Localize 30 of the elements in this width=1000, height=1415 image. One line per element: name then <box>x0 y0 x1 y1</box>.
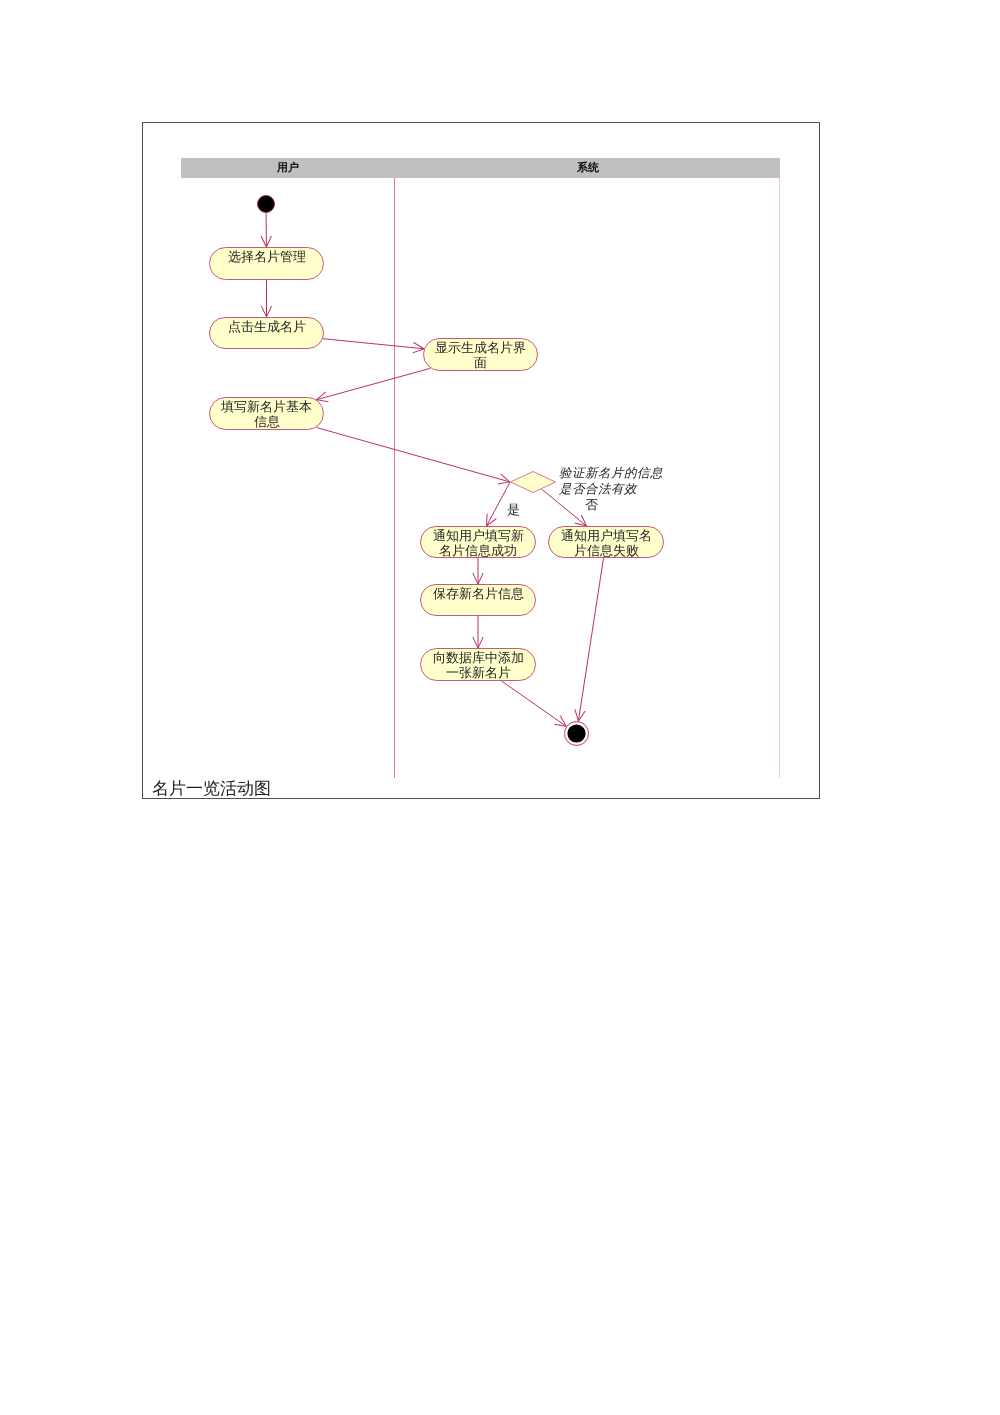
arrow <box>322 338 425 354</box>
activity-node: 保存新名片信息 <box>420 584 536 616</box>
arrow <box>260 212 272 248</box>
activity-node: 显示生成名片界面 <box>423 338 538 371</box>
arrow <box>316 367 431 403</box>
activity-node: 通知用户填写新名片信息成功 <box>420 526 536 558</box>
arrow <box>501 680 567 727</box>
edge-label: 否 <box>584 498 599 512</box>
arrow <box>472 615 484 649</box>
arrow <box>260 279 273 318</box>
decision-diamond <box>510 471 556 493</box>
arrow <box>472 557 484 585</box>
edge-label: 是 <box>506 503 521 517</box>
start-circle <box>257 195 275 213</box>
swimlane <box>395 158 780 778</box>
caption: 名片一览活动图 <box>152 779 271 799</box>
arrow <box>486 481 511 527</box>
arrow <box>574 557 604 722</box>
lane-header: 系统 <box>395 158 780 178</box>
activity-node: 选择名片管理 <box>209 247 324 280</box>
swimlane <box>181 158 395 778</box>
arrow <box>541 488 587 527</box>
condition-label: 验证新名片的信息是否合法有效 <box>559 465 664 496</box>
activity-node: 通知用户填写名片信息失败 <box>548 526 664 558</box>
activity-node: 点击生成名片 <box>209 317 324 349</box>
end-circle <box>564 721 589 746</box>
activity-node: 填写新名片基本信息 <box>209 397 324 430</box>
lane-header: 用户 <box>181 158 395 178</box>
activity-node: 向数据库中添加一张新名片 <box>420 648 536 681</box>
arrow <box>315 427 511 485</box>
